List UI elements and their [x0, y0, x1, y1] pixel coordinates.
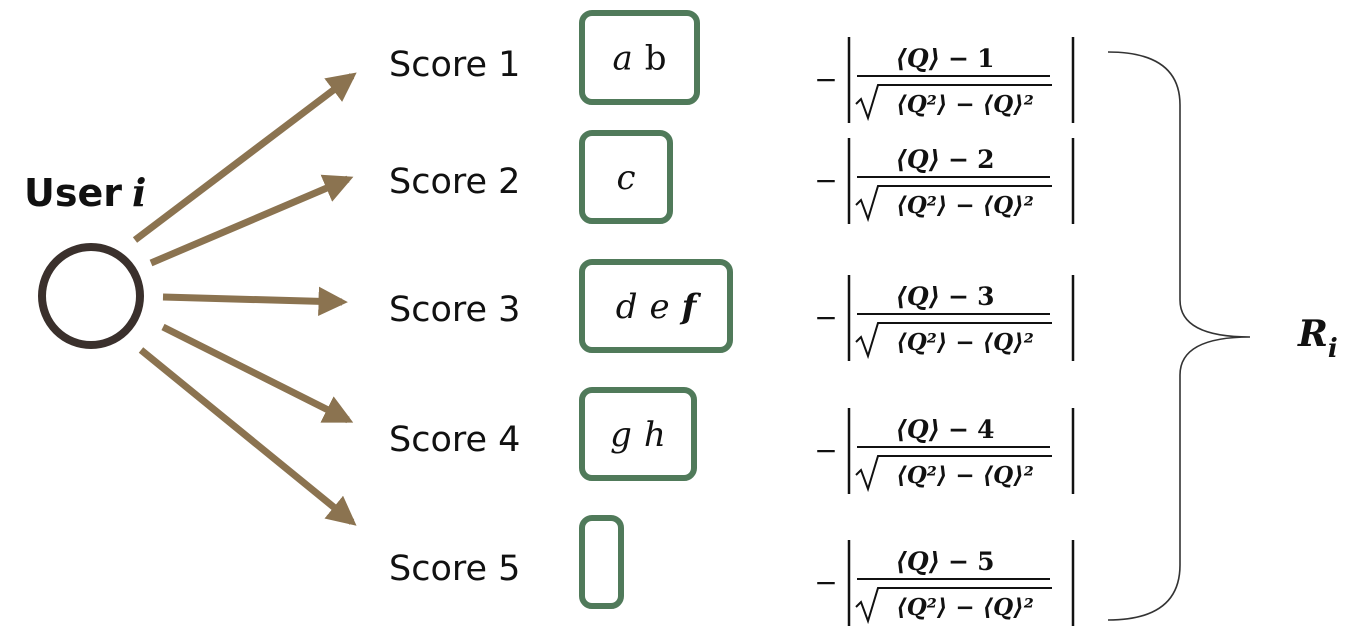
formula-denominator: ⟨Q²⟩−⟨Q⟩²	[896, 329, 1034, 356]
item-letter: c	[616, 158, 635, 198]
item-box	[579, 259, 733, 353]
formula-denominator: ⟨Q²⟩−⟨Q⟩²	[896, 594, 1034, 621]
squared-mean-q-term: ⟨Q⟩²	[983, 329, 1034, 356]
formula-denominator: ⟨Q²⟩−⟨Q⟩²	[896, 192, 1034, 219]
user-index: i	[132, 170, 146, 215]
score-formula: −⟨Q⟩−5⟨Q²⟩−⟨Q⟩²	[814, 540, 1075, 626]
numerator-minus: −	[948, 415, 969, 444]
sqrt-sign	[855, 322, 1052, 360]
score-value: 1	[977, 44, 994, 73]
numerator-minus: −	[948, 145, 969, 174]
result-subscript: i	[1328, 334, 1338, 364]
mean-q: ⟨Q⟩	[896, 282, 941, 311]
formula-denominator: ⟨Q²⟩−⟨Q⟩²	[896, 462, 1034, 489]
curly-brace	[1107, 51, 1251, 621]
squared-mean-q-term: ⟨Q⟩²	[983, 594, 1034, 621]
item-letter: g	[610, 415, 632, 455]
denominator-minus: −	[955, 594, 974, 621]
arrow-to-score-2	[149, 174, 354, 267]
user-node-circle	[38, 243, 144, 349]
result-symbol: R	[1297, 313, 1328, 355]
formula-numerator: ⟨Q⟩−4	[896, 415, 995, 444]
score-formula: −⟨Q⟩−4⟨Q²⟩−⟨Q⟩²	[814, 408, 1075, 494]
score-value: 4	[977, 415, 994, 444]
score-label: Score 1	[389, 45, 520, 85]
score-value: 3	[977, 282, 994, 311]
minus-sign: −	[814, 434, 837, 467]
item-letter: b	[645, 39, 667, 79]
arrow-group	[132, 72, 357, 526]
numerator-minus: −	[948, 282, 969, 311]
item-box	[579, 10, 700, 105]
minus-sign: −	[814, 164, 837, 197]
score-label: Score 4	[389, 420, 520, 460]
numerator-minus: −	[948, 547, 969, 576]
formula-denominator: ⟨Q²⟩−⟨Q⟩²	[896, 91, 1034, 118]
item-letter: d	[616, 287, 638, 327]
denominator-minus: −	[955, 91, 974, 118]
mean-q-squared-term: ⟨Q²⟩	[896, 462, 947, 489]
item-letter: a	[612, 39, 632, 79]
sqrt-sign	[855, 185, 1052, 223]
sqrt-sign	[855, 84, 1052, 122]
mean-q: ⟨Q⟩	[896, 415, 941, 444]
score-row: Score 5−⟨Q⟩−5⟨Q²⟩−⟨Q⟩²	[389, 515, 1075, 626]
score-formula: −⟨Q⟩−3⟨Q²⟩−⟨Q⟩²	[814, 275, 1075, 361]
formula-numerator: ⟨Q⟩−2	[896, 145, 995, 174]
formula-numerator: ⟨Q⟩−3	[896, 282, 995, 311]
item-letter: e	[650, 287, 670, 327]
score-value: 2	[977, 145, 994, 174]
arrow-to-score-4	[161, 323, 354, 424]
formula-numerator: ⟨Q⟩−1	[896, 44, 995, 73]
squared-mean-q-term: ⟨Q⟩²	[983, 91, 1034, 118]
formula-numerator: ⟨Q⟩−5	[896, 547, 995, 576]
user-label-text: User	[24, 171, 122, 215]
score-label: Score 2	[389, 162, 520, 202]
denominator-minus: −	[955, 329, 974, 356]
result-label: Ri	[1297, 313, 1338, 364]
item-letter: f	[680, 287, 702, 327]
squared-mean-q-term: ⟨Q⟩²	[983, 192, 1034, 219]
numerator-minus: −	[948, 44, 969, 73]
item-box	[579, 130, 673, 224]
mean-q: ⟨Q⟩	[896, 44, 941, 73]
mean-q: ⟨Q⟩	[896, 547, 941, 576]
sqrt-sign	[855, 587, 1052, 625]
score-label: Score 3	[389, 290, 520, 330]
score-formula: −⟨Q⟩−1⟨Q²⟩−⟨Q⟩²	[814, 37, 1075, 123]
minus-sign: −	[814, 566, 837, 599]
minus-sign: −	[814, 63, 837, 96]
mean-q-squared-term: ⟨Q²⟩	[896, 329, 947, 356]
item-box	[579, 515, 624, 609]
item-letter: h	[644, 415, 666, 455]
arrow-to-score-5	[138, 347, 357, 526]
denominator-minus: −	[955, 462, 974, 489]
arrow-to-score-1	[132, 72, 357, 243]
denominator-minus: −	[955, 192, 974, 219]
mean-q: ⟨Q⟩	[896, 145, 941, 174]
sqrt-sign	[855, 455, 1052, 493]
score-value: 5	[977, 547, 994, 576]
mean-q-squared-term: ⟨Q²⟩	[896, 91, 947, 118]
mean-q-squared-term: ⟨Q²⟩	[896, 594, 947, 621]
minus-sign: −	[814, 301, 837, 334]
arrow-to-score-3	[162, 286, 348, 317]
score-formula: −⟨Q⟩−2⟨Q²⟩−⟨Q⟩²	[814, 138, 1075, 224]
squared-mean-q-term: ⟨Q⟩²	[983, 462, 1034, 489]
score-label: Score 5	[389, 549, 520, 589]
item-box	[579, 387, 697, 481]
item-letters: c	[616, 158, 635, 198]
mean-q-squared-term: ⟨Q²⟩	[896, 192, 947, 219]
